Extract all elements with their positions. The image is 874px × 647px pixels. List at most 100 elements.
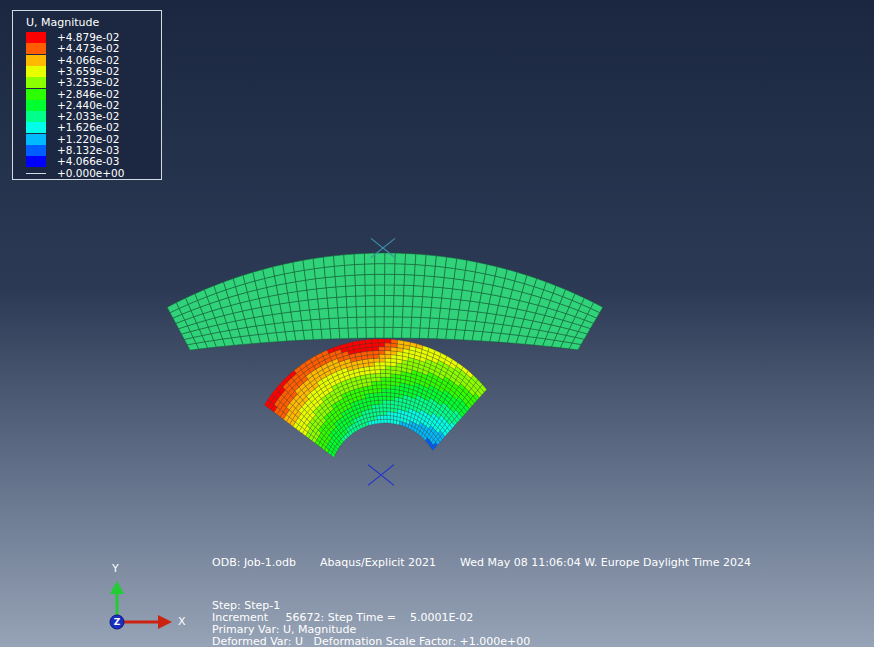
date-info: Wed May 08 11:06:04 W. Europe Daylight T… <box>460 557 751 569</box>
mesh-element <box>382 389 387 393</box>
mesh-element <box>324 266 335 277</box>
mesh-element <box>391 339 398 343</box>
mesh-element <box>591 303 603 313</box>
mesh-element <box>370 374 376 378</box>
mesh-element <box>445 257 456 269</box>
mesh-element <box>366 317 375 328</box>
mesh-element <box>429 318 439 329</box>
axis-triad <box>110 581 172 629</box>
mesh-element <box>372 385 377 389</box>
legend-value: +2.846e-02 <box>57 89 205 100</box>
legend-entry: +8.132e-03 <box>13 145 161 156</box>
mesh-element <box>423 286 434 297</box>
mesh-element <box>304 269 315 280</box>
mesh-element <box>365 264 375 275</box>
mesh-element <box>453 279 464 290</box>
legend-entry: +0.000e+00 <box>13 168 161 179</box>
mesh-element <box>387 404 391 408</box>
legend-swatch <box>26 156 46 167</box>
mesh-element <box>321 329 331 340</box>
mesh-element <box>413 286 423 297</box>
mesh-element <box>346 296 356 307</box>
legend-value: +4.473e-02 <box>57 43 205 54</box>
mesh-element <box>386 385 391 389</box>
mesh-element <box>357 328 366 339</box>
mesh-element <box>335 276 346 287</box>
mesh-element <box>420 317 430 328</box>
mesh-element <box>278 293 289 304</box>
mesh-element <box>422 297 432 308</box>
mesh-element <box>382 392 386 396</box>
mesh-element <box>381 373 386 377</box>
mesh-element <box>308 299 319 310</box>
lower-part <box>264 339 486 457</box>
mesh-element <box>373 354 379 358</box>
legend-swatch <box>26 66 46 77</box>
upper-part <box>167 253 603 350</box>
mesh-element <box>422 346 429 352</box>
mesh-element <box>386 393 390 397</box>
mesh-element <box>404 285 414 296</box>
legend-entry: +4.879e-02 <box>13 32 161 43</box>
mesh-element <box>385 347 391 351</box>
legend-entry: +1.220e-02 <box>13 134 161 145</box>
mesh-element <box>375 366 381 370</box>
mesh-element <box>378 339 385 343</box>
mesh-element <box>383 408 387 412</box>
mesh-element <box>383 400 387 404</box>
mesh-element <box>480 384 487 392</box>
mesh-element <box>394 274 404 285</box>
mesh-element <box>411 317 421 328</box>
mesh-element <box>391 397 395 401</box>
mesh-element <box>390 416 393 420</box>
mesh-element <box>385 253 395 264</box>
legend-swatch <box>26 89 46 100</box>
legend-value: +8.132e-03 <box>57 145 205 156</box>
mesh-element <box>320 318 330 329</box>
mesh-element <box>435 256 446 267</box>
mesh-element <box>438 318 448 329</box>
legend-entry: +3.253e-02 <box>13 77 161 88</box>
mesh-element <box>381 381 386 385</box>
mesh-element <box>314 267 325 278</box>
mesh-element <box>391 389 395 393</box>
mesh-element <box>375 317 384 328</box>
mesh-element <box>375 296 385 307</box>
mesh-element <box>410 328 420 339</box>
mesh-element <box>425 255 436 266</box>
mesh-element <box>384 419 387 423</box>
mesh-element <box>375 253 385 264</box>
mesh-element <box>374 358 380 362</box>
mesh-element <box>303 330 313 340</box>
mesh-element <box>376 408 380 412</box>
mesh-element <box>303 259 314 271</box>
mesh-element <box>393 306 403 317</box>
mesh-element <box>375 306 384 317</box>
mesh-element <box>390 404 394 408</box>
mesh-element <box>465 260 477 272</box>
legend-title: U, Magnitude <box>26 17 99 29</box>
mesh-element <box>294 270 305 281</box>
legend-swatch <box>26 100 46 111</box>
legend-value: +3.253e-02 <box>57 77 205 88</box>
mesh-element <box>381 385 386 389</box>
mesh-element <box>372 381 377 385</box>
mesh-element <box>318 298 328 309</box>
mesh-element <box>344 254 355 265</box>
mesh-element <box>340 344 347 350</box>
mesh-element <box>387 400 391 404</box>
mesh-element <box>381 377 386 381</box>
mesh-element <box>379 350 385 354</box>
mesh-element <box>403 306 413 317</box>
mesh-element <box>419 328 429 339</box>
mesh-element <box>384 327 393 338</box>
legend-value: +0.000e+00 <box>57 168 205 179</box>
mesh-element <box>374 396 379 400</box>
mesh-element <box>291 311 302 322</box>
mesh-element <box>384 317 393 328</box>
mesh-element <box>374 362 380 366</box>
mesh-element <box>381 419 385 423</box>
mesh-element <box>442 288 453 299</box>
mesh-element <box>365 274 375 285</box>
legend-entry: +2.033e-02 <box>13 111 161 122</box>
